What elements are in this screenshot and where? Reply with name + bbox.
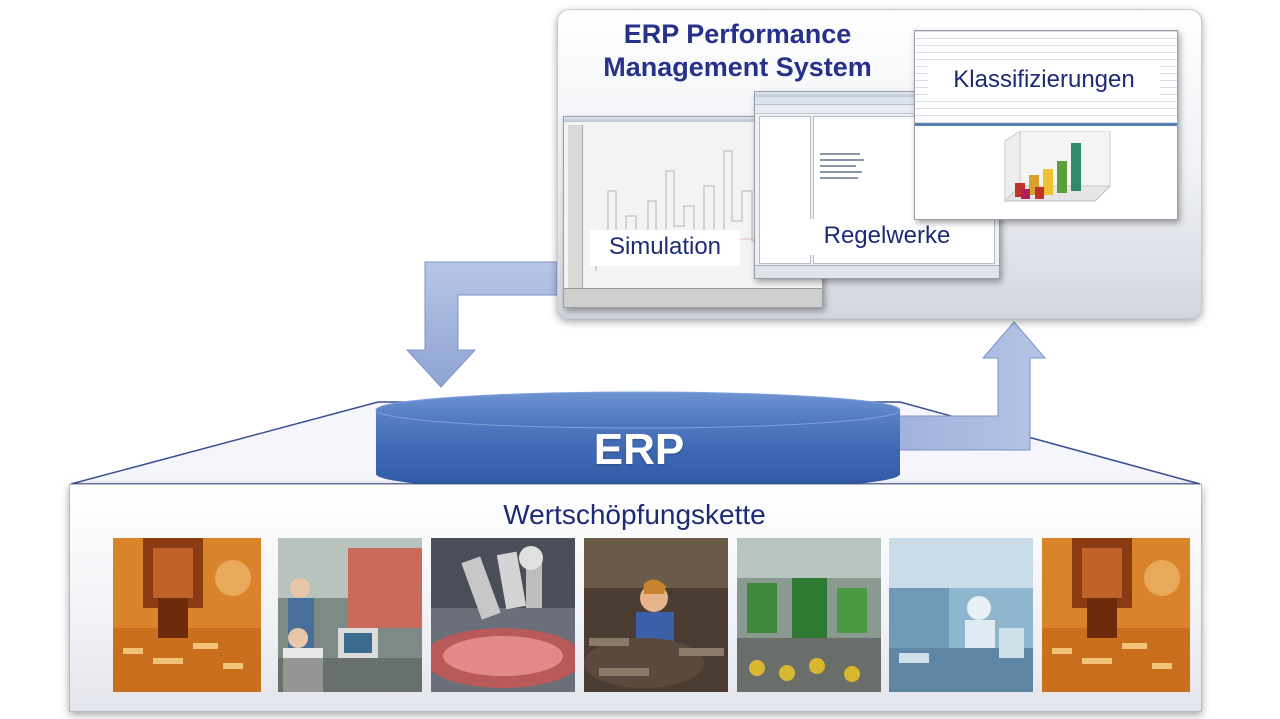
cleanroom-photo	[889, 538, 1037, 692]
erp-label: ERP	[593, 425, 685, 474]
toolbar	[755, 105, 999, 114]
table-row	[820, 159, 864, 161]
value-chain-title: Wertschöpfungskette	[503, 499, 766, 530]
down-arrow	[405, 261, 558, 388]
status-bar	[755, 265, 999, 278]
assembly-worker-photo	[584, 538, 732, 692]
window-titlebar	[564, 117, 822, 122]
chart-footer-bar	[564, 288, 822, 307]
erp-cylinder	[375, 391, 901, 492]
regelwerke-label: Regelwerke	[804, 219, 970, 255]
klassifizierungen-screenshot	[914, 30, 1178, 220]
panel-divider	[915, 123, 1177, 126]
simulation-label: Simulation	[590, 230, 740, 266]
table-row	[820, 165, 856, 167]
table-row	[820, 171, 862, 173]
chart-axis-panel	[568, 125, 583, 289]
microscope-wafer-photo	[431, 538, 579, 692]
klassifizierungen-label: Klassifizierungen	[928, 63, 1160, 99]
tree-panel	[759, 116, 811, 264]
window-titlebar	[755, 92, 999, 97]
title-line-2: Management System	[603, 52, 872, 82]
electronics-manufacturing-photo	[1042, 538, 1190, 692]
control-room-photo	[278, 538, 426, 692]
electronics-manufacturing-photo	[113, 538, 261, 692]
car-assembly-line-photo	[737, 538, 885, 692]
3d-bar-chart-graphic	[1003, 131, 1112, 203]
menu-bar	[755, 97, 999, 105]
table-row	[820, 177, 858, 179]
up-arrow	[897, 321, 1047, 451]
title-line-1: ERP Performance	[623, 19, 852, 49]
table-row	[820, 153, 860, 155]
performance-system-title: ERP Performance Management System	[585, 18, 890, 84]
